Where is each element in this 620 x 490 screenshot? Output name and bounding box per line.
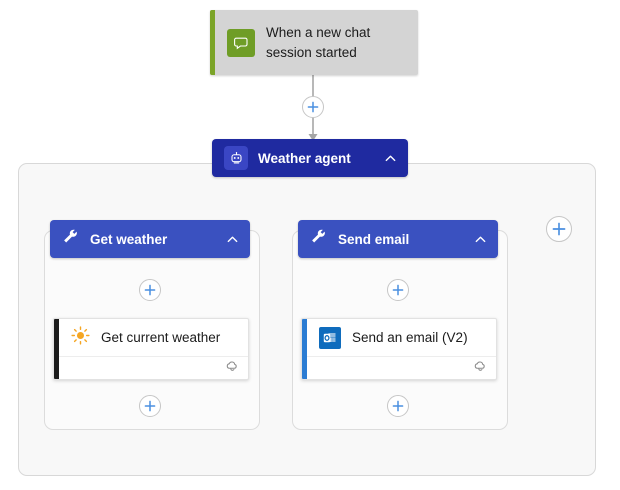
agent-node-label: Weather agent bbox=[258, 150, 351, 166]
action-card-title-get-current-weather: Get current weather bbox=[101, 330, 221, 345]
plus-icon bbox=[307, 101, 319, 113]
plus-icon bbox=[144, 284, 156, 296]
plus-icon bbox=[552, 222, 566, 236]
wrench-icon bbox=[310, 228, 327, 250]
action-card-title-send-an-email: Send an email (V2) bbox=[352, 330, 468, 345]
plus-icon bbox=[144, 400, 156, 412]
cloud-link-icon bbox=[225, 359, 239, 378]
add-step-before-get-current-weather-button[interactable] bbox=[139, 279, 161, 301]
action-card-send-an-email[interactable]: Send an email (V2) bbox=[301, 318, 497, 380]
plus-icon bbox=[392, 284, 404, 296]
agent-node-weather-agent[interactable]: Weather agent bbox=[212, 139, 408, 177]
add-step-before-send-an-email-button[interactable] bbox=[387, 279, 409, 301]
chevron-up-icon[interactable] bbox=[382, 150, 398, 166]
tool-node-send-email[interactable]: Send email bbox=[298, 220, 498, 258]
sun-icon bbox=[71, 325, 90, 350]
tool-node-label-get-weather: Get weather bbox=[90, 231, 168, 247]
chevron-up-icon[interactable] bbox=[472, 231, 488, 247]
add-step-after-send-an-email-button[interactable] bbox=[387, 395, 409, 417]
add-step-after-get-current-weather-button[interactable] bbox=[139, 395, 161, 417]
add-step-after-trigger-button[interactable] bbox=[302, 96, 324, 118]
robot-icon bbox=[224, 146, 248, 170]
trigger-label: When a new chat session started bbox=[266, 24, 371, 60]
trigger-accent-bar bbox=[210, 10, 215, 75]
card-accent-bar bbox=[54, 319, 59, 379]
tool-node-get-weather[interactable]: Get weather bbox=[50, 220, 250, 258]
action-card-get-current-weather[interactable]: Get current weather bbox=[53, 318, 249, 380]
plus-icon bbox=[392, 400, 404, 412]
cloud-link-icon bbox=[473, 359, 487, 378]
add-tool-button[interactable] bbox=[546, 216, 572, 242]
wrench-icon bbox=[62, 228, 79, 250]
tool-node-label-send-email: Send email bbox=[338, 231, 410, 247]
outlook-icon bbox=[319, 326, 341, 349]
chat-bubble-icon bbox=[227, 28, 255, 57]
card-accent-bar bbox=[302, 319, 307, 379]
trigger-card[interactable]: When a new chat session started bbox=[210, 10, 418, 75]
chevron-up-icon[interactable] bbox=[224, 231, 240, 247]
